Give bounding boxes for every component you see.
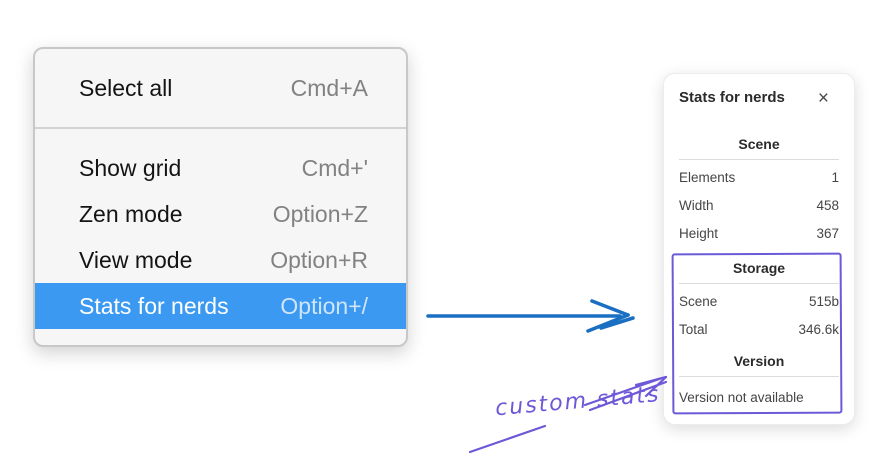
context-menu: Select all Cmd+A Show grid Cmd+' Zen mod…	[33, 47, 408, 347]
section-divider	[679, 376, 839, 377]
menu-item-label: Show grid	[79, 154, 182, 181]
stat-value: 367	[816, 226, 839, 241]
annotation-label: custom stats	[494, 382, 662, 422]
menu-item-label: View mode	[79, 246, 193, 273]
menu-item-label: Stats for nerds	[79, 292, 229, 319]
stat-row: Width 458	[679, 192, 839, 220]
stat-label: Height	[679, 226, 719, 241]
storage-section-rows: Scene 515b Total 346.6k	[679, 288, 839, 344]
close-icon[interactable]: ×	[817, 87, 829, 109]
scene-section-rows: Elements 1 Width 458 Height 367	[679, 164, 839, 248]
stat-value: 346.6k	[798, 322, 839, 337]
stat-label: Scene	[679, 294, 718, 309]
stat-label: Elements	[679, 170, 736, 185]
menu-item-shortcut: Cmd+A	[290, 74, 368, 101]
version-status-text: Version not available	[679, 390, 804, 405]
menu-item-shortcut: Option+/	[280, 292, 368, 319]
menu-separator	[35, 127, 406, 129]
stats-panel-header: Stats for nerds ×	[679, 86, 839, 110]
menu-item-label: Zen mode	[79, 200, 183, 227]
section-divider	[679, 283, 839, 284]
section-divider	[679, 159, 839, 160]
stat-value: 515b	[808, 294, 839, 309]
menu-item-view-mode[interactable]: View mode Option+R	[35, 237, 406, 283]
stat-row: Height 367	[679, 220, 839, 248]
stat-value: 458	[816, 198, 839, 213]
menu-item-shortcut: Option+R	[270, 246, 368, 273]
stat-row: Total 346.6k	[679, 316, 839, 344]
stat-row: Scene 515b	[679, 288, 839, 316]
menu-item-label: Select all	[79, 74, 173, 101]
storage-section-heading: Storage	[732, 260, 786, 276]
stat-row: Elements 1	[679, 164, 839, 192]
stats-panel-title: Stats for nerds	[679, 89, 785, 106]
scene-section-heading: Scene	[738, 136, 780, 152]
menu-item-zen-mode[interactable]: Zen mode Option+Z	[35, 191, 406, 237]
menu-item-stats-for-nerds[interactable]: Stats for nerds Option+/	[35, 283, 406, 329]
version-section-heading: Version	[733, 353, 785, 369]
menu-item-show-grid[interactable]: Show grid Cmd+'	[35, 145, 406, 191]
stats-panel: Stats for nerds × Scene Elements 1 Width…	[663, 73, 855, 425]
menu-item-shortcut: Option+Z	[272, 200, 368, 227]
menu-item-shortcut: Cmd+'	[301, 154, 368, 181]
stat-value: 1	[831, 170, 839, 185]
stat-label: Total	[679, 322, 708, 337]
right-arrow-icon	[426, 299, 635, 333]
menu-item-select-all[interactable]: Select all Cmd+A	[35, 65, 406, 111]
stat-label: Width	[679, 198, 714, 213]
